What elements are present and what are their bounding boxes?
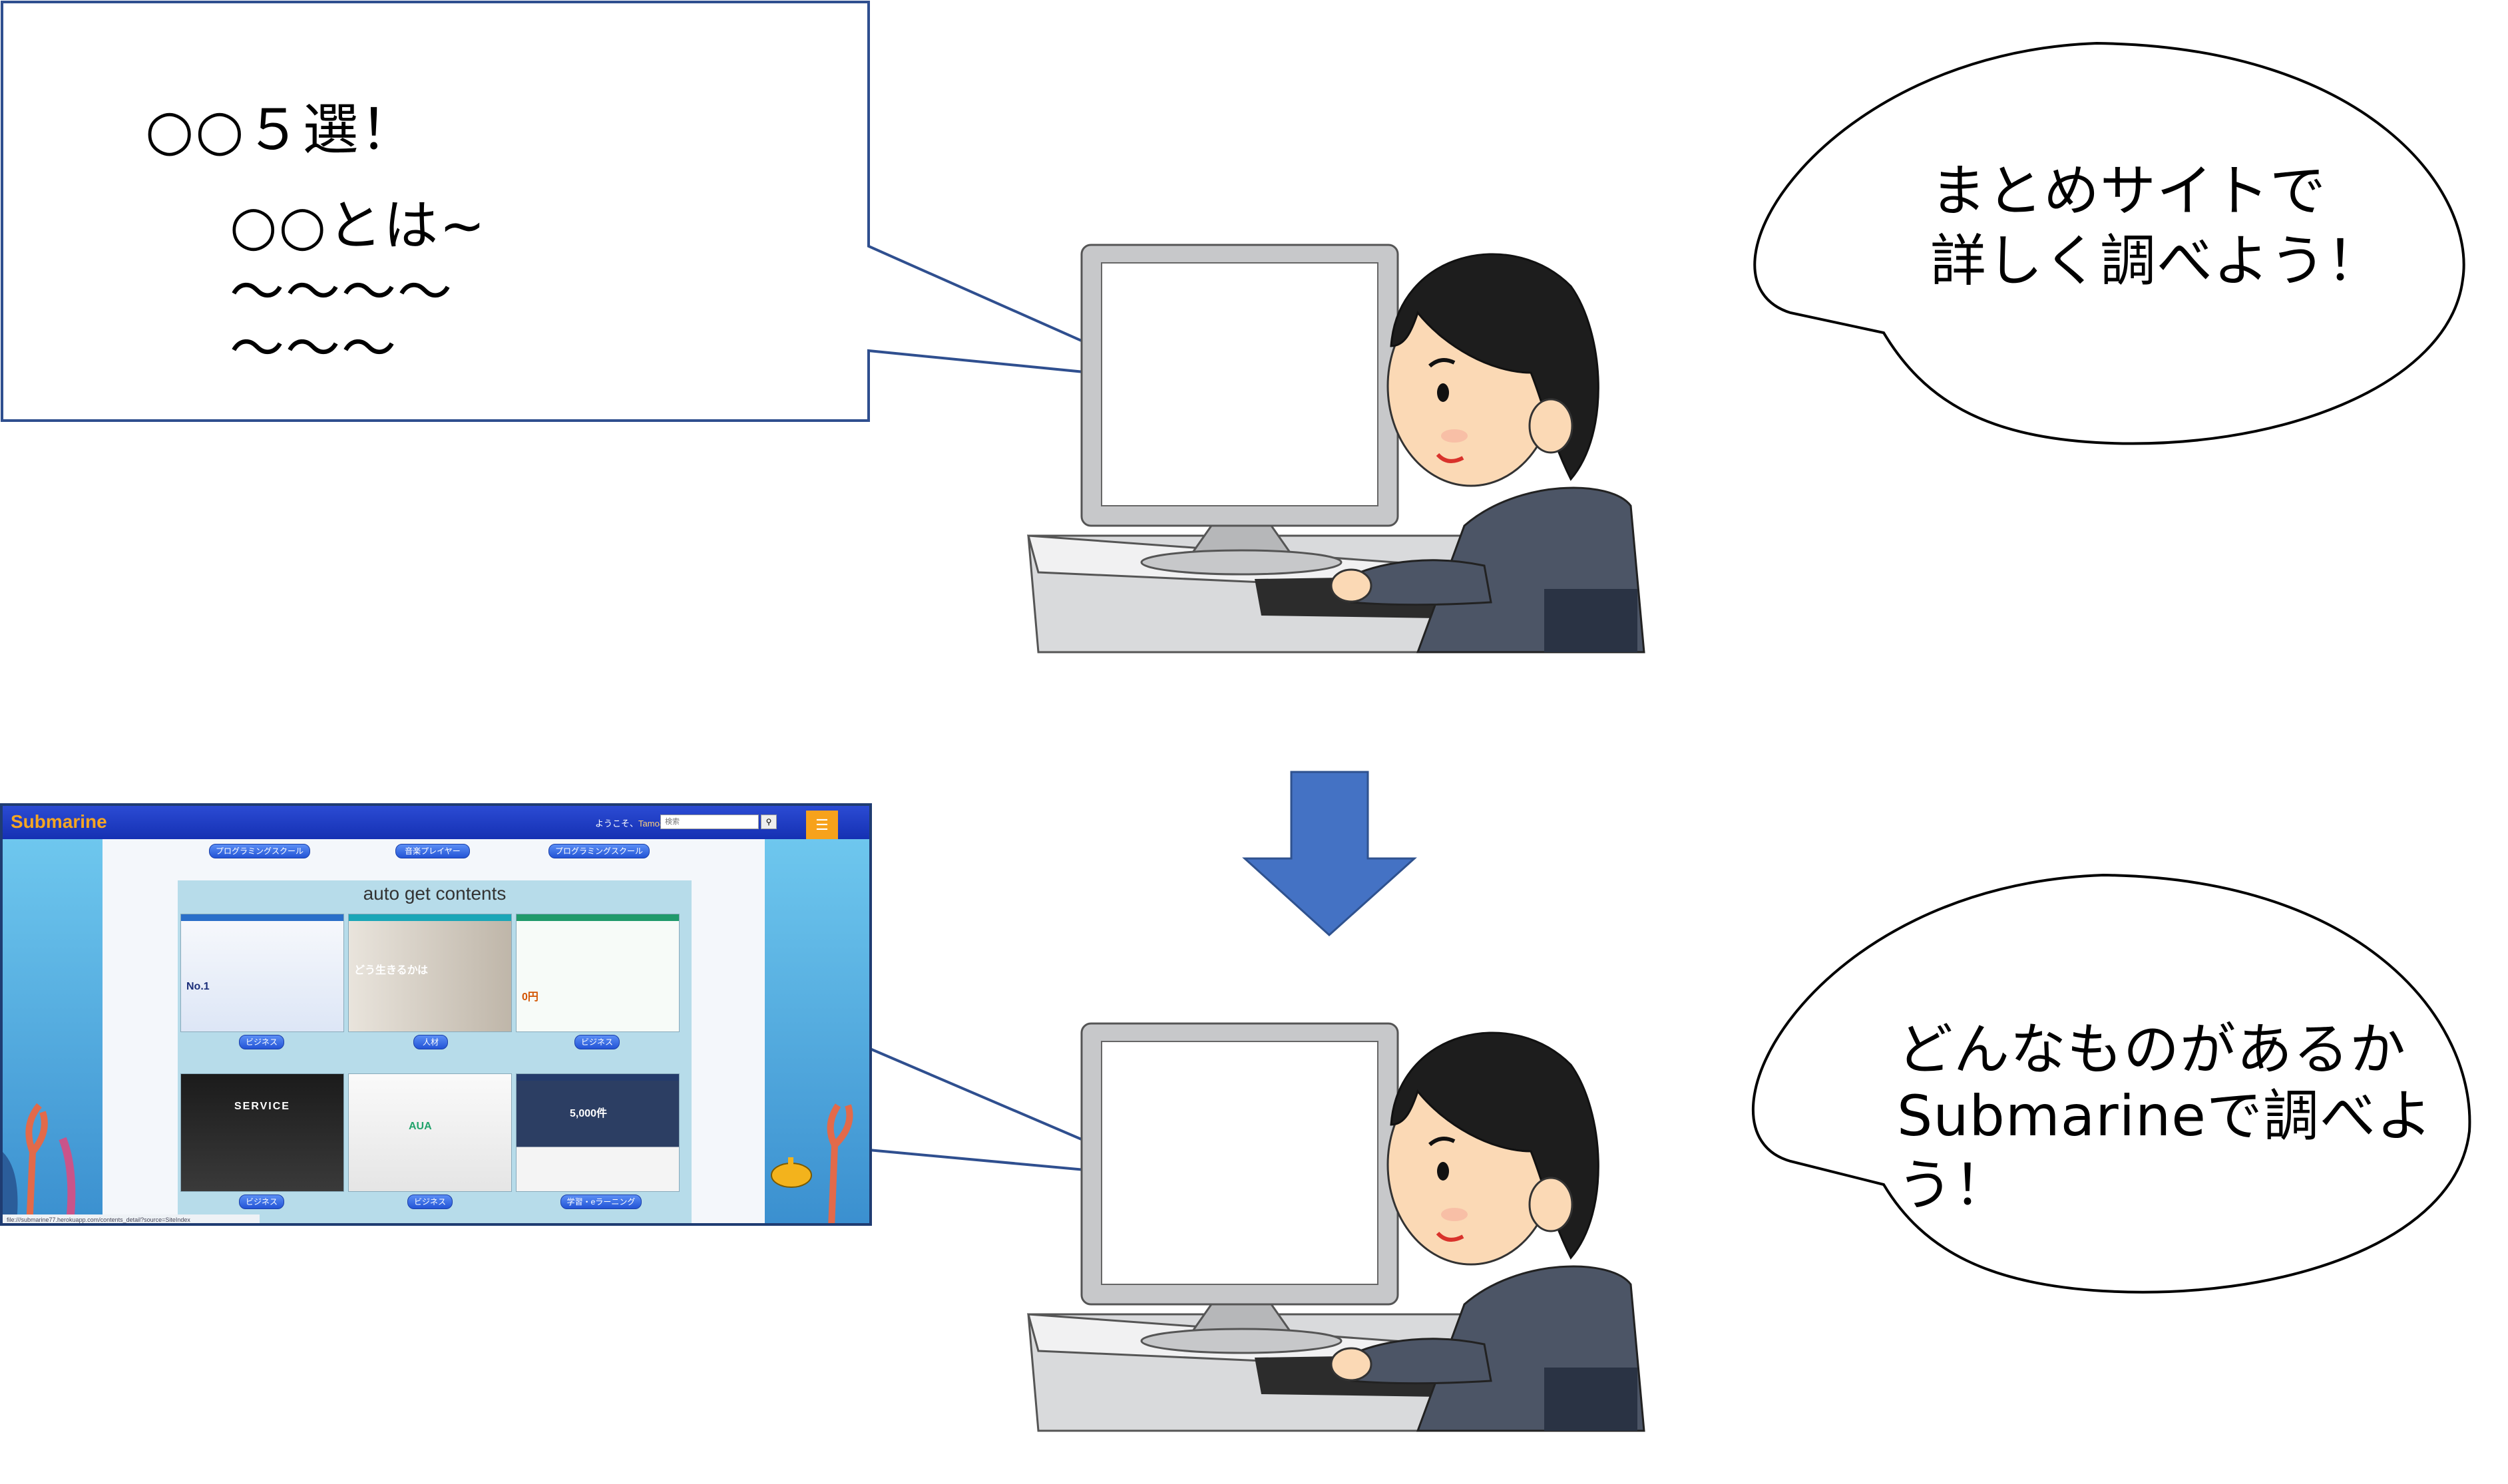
navbar: Submarine ようこそ、Tamo様 検索 ⚲ ☰: [3, 806, 869, 839]
submarine-screenshot: Submarine ようこそ、Tamo様 検索 ⚲ ☰ プログラミングスクール …: [0, 803, 872, 1226]
tag-pill[interactable]: 学習・eラーニング: [560, 1195, 642, 1209]
tag-pill[interactable]: ビジネス: [574, 1035, 620, 1049]
summary-heading: ○○５選！: [145, 97, 417, 162]
tag-pill[interactable]: 人材: [413, 1035, 448, 1049]
speech-bubble-bottom: [1752, 873, 2471, 1294]
bubble-top-line-1: まとめサイトで: [1930, 158, 2327, 224]
bubble-top-line-2: 詳しく調べよう！: [1930, 228, 2384, 293]
menu-button[interactable]: ☰: [806, 811, 838, 839]
brand-logo[interactable]: Submarine: [11, 811, 107, 832]
summary-line-2: ～～～～: [230, 261, 454, 324]
bubble-bottom-line-1: どんなものがあるか: [1897, 1017, 2407, 1082]
coral-left-icon: [3, 1103, 76, 1223]
ocean-background-right: [765, 839, 869, 1223]
top-pill-2[interactable]: 音楽プレイヤー: [395, 844, 470, 858]
speech-bubble-top: [1753, 41, 2465, 445]
content-thumb[interactable]: 5,000件: [516, 1073, 680, 1192]
content-thumb[interactable]: どう生きるかは: [348, 914, 512, 1032]
summary-line-3: ～～～: [230, 317, 398, 381]
search-icon[interactable]: ⚲: [761, 815, 777, 829]
search-input[interactable]: 検索: [660, 815, 759, 829]
tag-pill[interactable]: ビジネス: [407, 1195, 453, 1209]
content-thumb[interactable]: AUA: [348, 1073, 512, 1192]
summary-line-1: ○○とは~: [230, 194, 487, 258]
content-thumb[interactable]: 0円: [516, 914, 680, 1032]
down-arrow-icon: [1242, 771, 1417, 937]
content-thumb[interactable]: No.1: [180, 914, 344, 1032]
ocean-background-left: [3, 839, 103, 1223]
person-at-computer-top: [1026, 244, 1645, 653]
person-at-computer-bottom: [1026, 1022, 1645, 1432]
top-pill-3[interactable]: プログラミングスクール: [548, 844, 650, 858]
contents-box: auto get contents No.1 どう生きるかは 0円 ビジネス 人…: [178, 880, 692, 1223]
status-bar-url: file:///submarine77.herokuapp.com/conten…: [3, 1214, 260, 1223]
summary-callout: [1, 1, 1172, 422]
content-thumb[interactable]: SERVICE: [180, 1073, 344, 1192]
welcome-text: ようこそ、Tamo様: [595, 819, 668, 829]
tag-pill[interactable]: ビジネス: [239, 1035, 284, 1049]
bubble-bottom-line-2: Submarineで調べよう！: [1897, 1083, 2433, 1218]
tag-pill[interactable]: ビジネス: [239, 1195, 284, 1209]
contents-title: auto get contents: [363, 883, 507, 904]
top-pill-1[interactable]: プログラミングスクール: [209, 844, 310, 858]
coral-right-icon: [771, 1103, 853, 1223]
